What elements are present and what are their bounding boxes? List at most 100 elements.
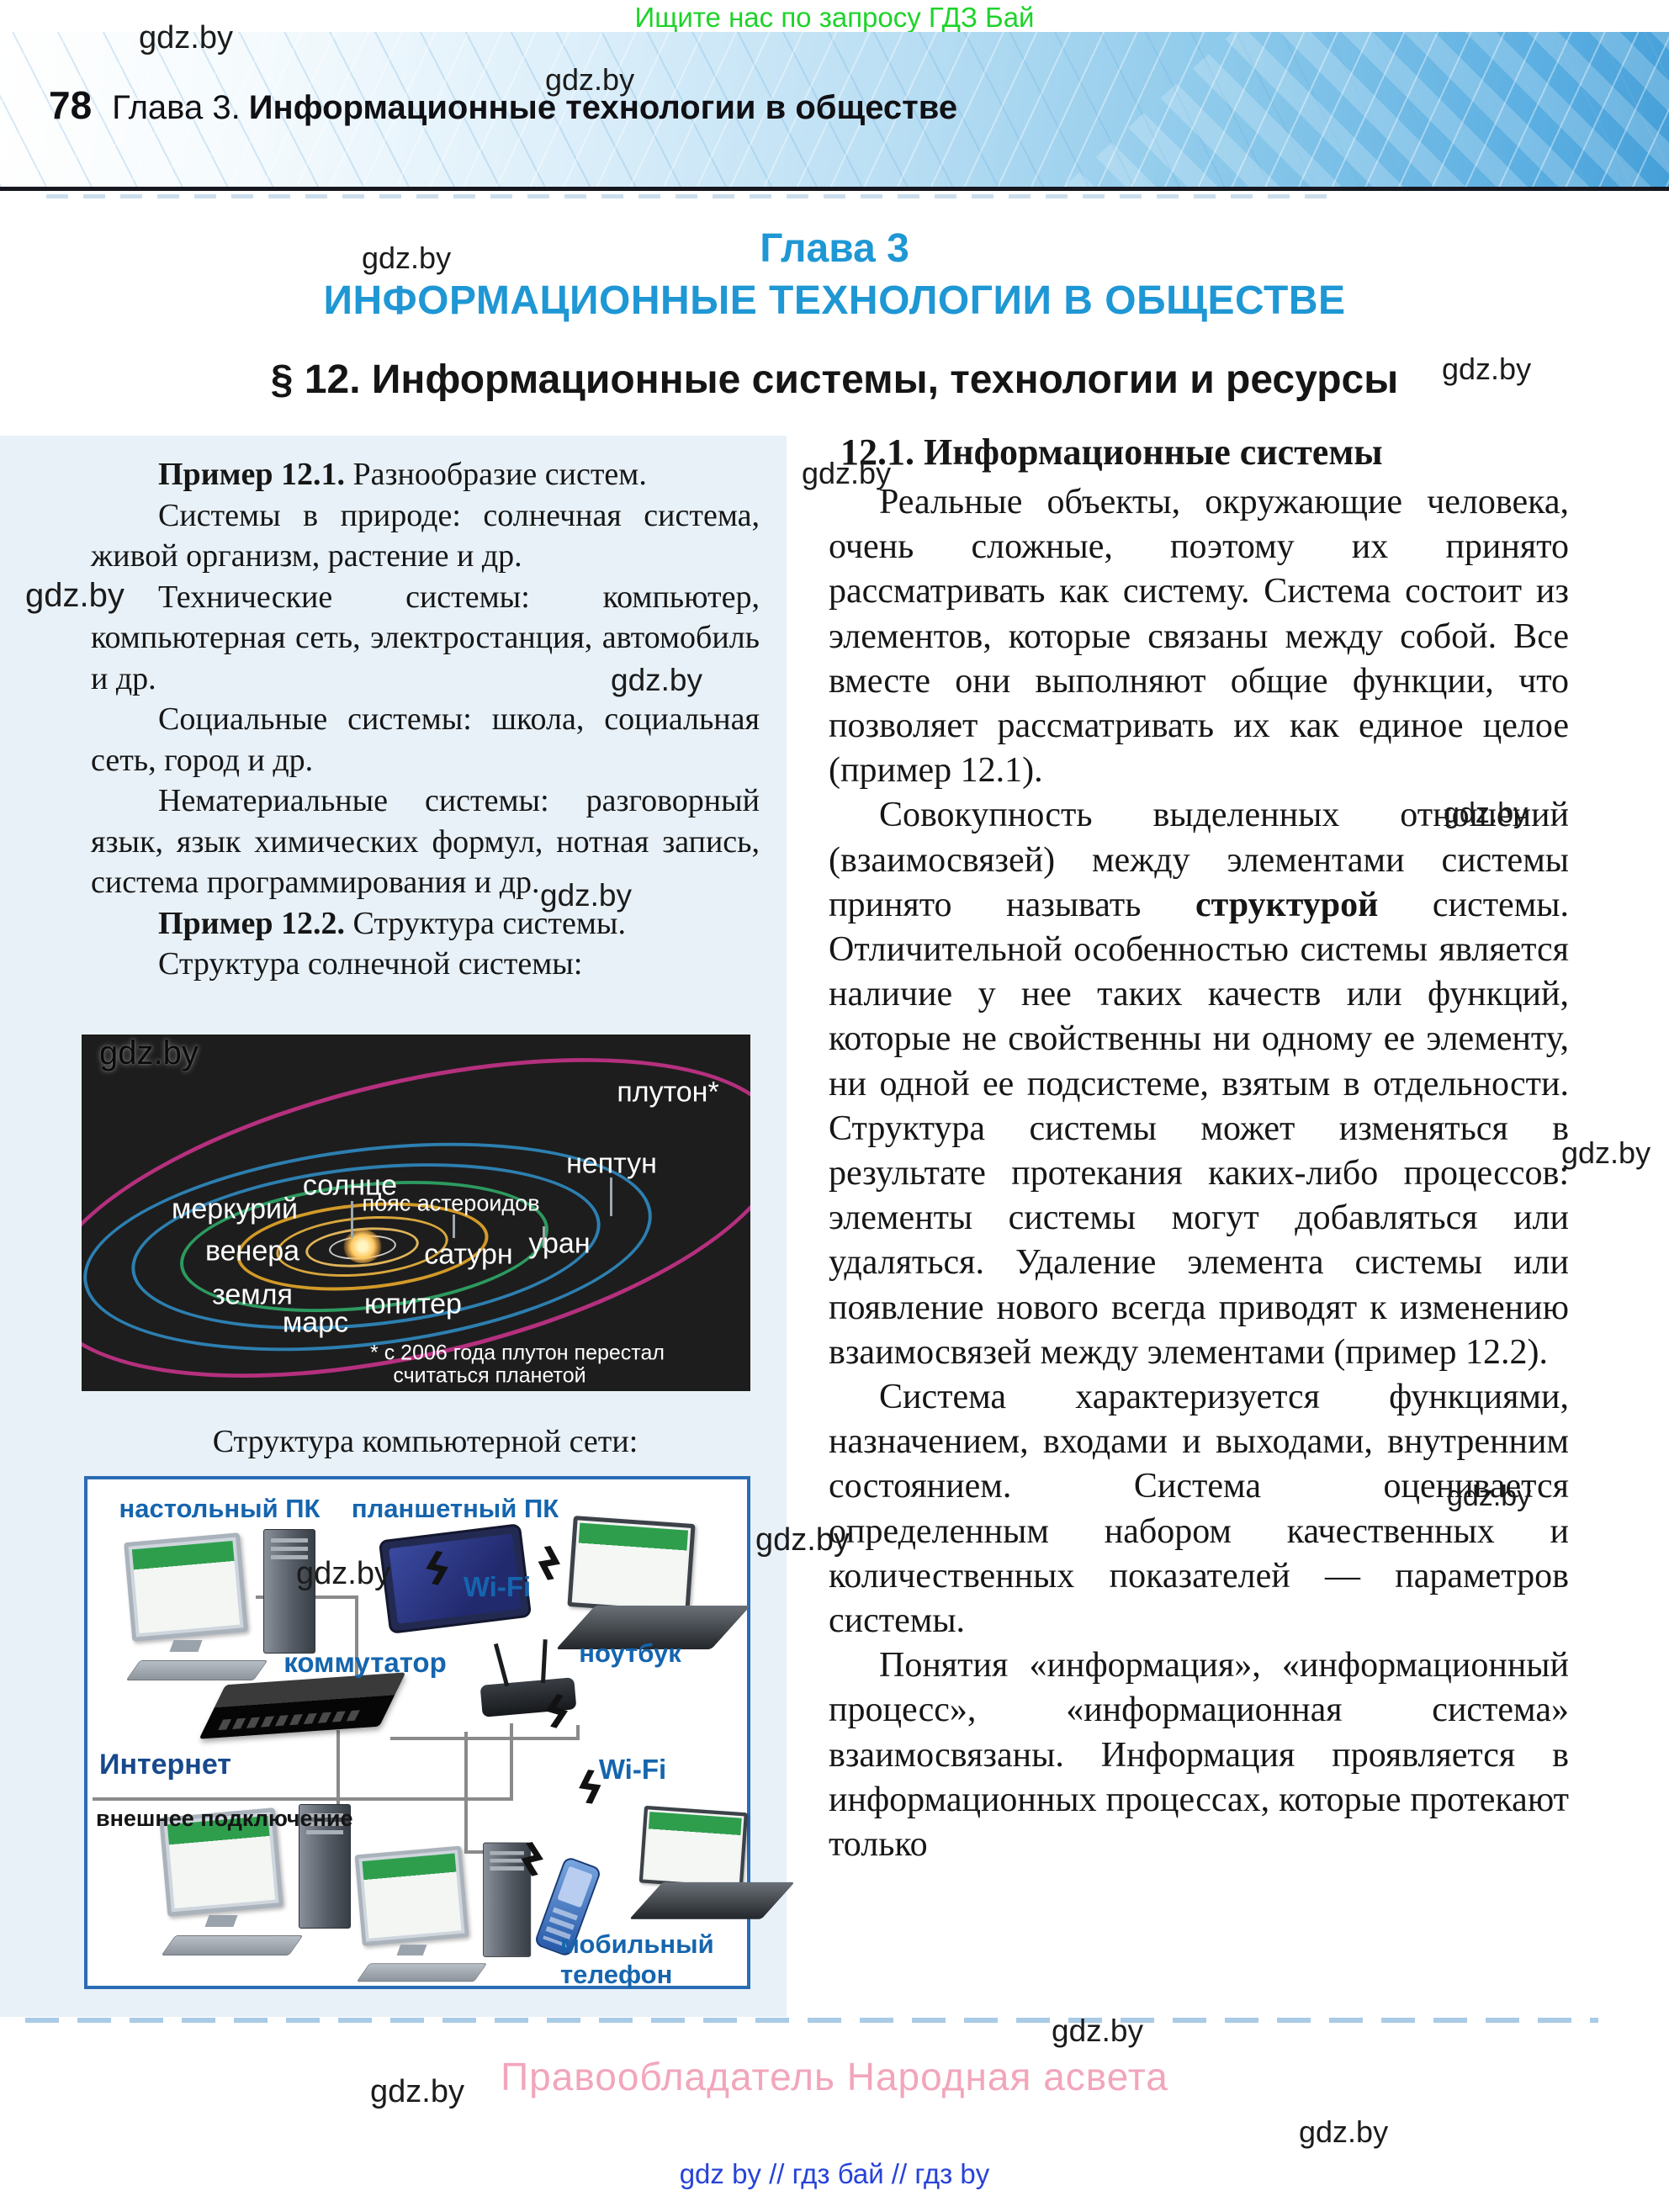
gdz-watermark: gdz.by bbox=[1444, 797, 1529, 829]
p2-text: системы. Отличительной осо­бенностью сис… bbox=[829, 885, 1569, 1372]
copyright-notice: Правообладатель Народная асвета bbox=[501, 2055, 1168, 2098]
paragraph-nature-systems: Системы в природе: солнечная систе­ма, ж… bbox=[91, 497, 760, 574]
example2-label: Пример 12.2. bbox=[158, 905, 345, 941]
gdz-watermark: gdz.by bbox=[1447, 1480, 1532, 1512]
keyboard bbox=[161, 1935, 304, 1955]
router-antenna-left bbox=[493, 1643, 509, 1687]
label-wifi-top: Wi-Fi bbox=[463, 1571, 532, 1602]
label-neptune: нептун bbox=[566, 1147, 657, 1180]
phone-screen bbox=[557, 1865, 593, 1908]
example1-title: Разнообразие систем. bbox=[344, 457, 647, 492]
label-uranus: уран bbox=[528, 1227, 591, 1260]
p2-bold-term: струк­турой bbox=[1195, 885, 1379, 924]
laptop-screen bbox=[567, 1516, 696, 1615]
monitor-stand bbox=[204, 1915, 238, 1927]
laptop-screen bbox=[638, 1805, 749, 1890]
pc-tower bbox=[299, 1804, 351, 1929]
chapter-label: Глава 3 bbox=[760, 226, 909, 271]
paragraph-technical-systems: Технические системы: компьютер, компьюте… bbox=[91, 579, 760, 696]
label-earth: земля bbox=[212, 1278, 293, 1311]
router-antenna-right bbox=[541, 1639, 548, 1684]
label-asteroid-belt: пояс астероидов bbox=[362, 1190, 540, 1216]
main-text-column: 12.1. Информационные системы Реальные об… bbox=[829, 431, 1569, 1867]
laptop-bottom-icon bbox=[626, 1805, 795, 1927]
label-internet: Интернет bbox=[99, 1749, 231, 1781]
example1-label: Пример 12.1. bbox=[158, 457, 345, 492]
label-mars: марс bbox=[282, 1306, 349, 1339]
keyboard bbox=[125, 1660, 268, 1680]
monitor-stand bbox=[169, 1640, 203, 1652]
section-title: § 12. Информационные системы, технологии… bbox=[270, 357, 1399, 402]
p2-text: Совокупность выделенных отноше­ний (взаи… bbox=[829, 796, 1569, 924]
monitor-screen bbox=[362, 1853, 462, 1939]
pluto-footnote-line1: * с 2006 года плутон перестал bbox=[370, 1341, 665, 1365]
label-laptop: ноутбук bbox=[579, 1638, 681, 1668]
sun-icon bbox=[343, 1230, 382, 1263]
uranus-pointer-line bbox=[543, 1226, 545, 1248]
label-pluto: плутон* bbox=[617, 1076, 719, 1109]
body-paragraph-3: Система характеризуется функция­ми, назн… bbox=[829, 1378, 1569, 1641]
header-rule bbox=[0, 187, 1669, 191]
promo-banner-text: Ищите нас по запросу ГДЗ Бай bbox=[634, 2, 1035, 33]
footer-links[interactable]: gdz by // гдз бай // гдз by bbox=[679, 2158, 990, 2189]
sun-pointer-line bbox=[351, 1201, 353, 1238]
monitor-screen bbox=[131, 1540, 241, 1634]
paragraph-immaterial-systems: Нематериальные системы: разговор­ный язы… bbox=[91, 783, 760, 900]
chapter-ref: Глава 3. bbox=[112, 89, 241, 126]
pluto-footnote-line2: считаться планетой bbox=[393, 1363, 586, 1388]
neptune-pointer-line bbox=[610, 1177, 612, 1216]
label-saturn: сатурн bbox=[424, 1238, 513, 1271]
examples-text: Пример 12.1. Разнообразие систем. Систем… bbox=[91, 454, 760, 985]
pc-tower bbox=[263, 1529, 315, 1654]
label-mercury: меркурий bbox=[172, 1193, 298, 1225]
gdz-watermark: gdz.by bbox=[99, 1035, 199, 1072]
gdz-watermark: gdz.by bbox=[540, 878, 633, 913]
gdz-watermark: gdz.by bbox=[1052, 2014, 1144, 2048]
gdz-watermark: gdz.by bbox=[139, 20, 233, 56]
gdz-watermark: gdz.by bbox=[1561, 1135, 1651, 1170]
laptop-screen-content bbox=[574, 1522, 689, 1608]
gdz-watermark: gdz.by bbox=[1442, 352, 1532, 386]
gdz-watermark: gdz.by bbox=[1299, 2114, 1389, 2149]
body-paragraph-4: Понятия «информация», «информа­ционный п… bbox=[829, 1646, 1569, 1865]
subsection-heading: 12.1. Информационные системы bbox=[840, 431, 1383, 473]
computer-network-diagram: ϟ ϟ ϟ ϟ ϟ настольный ПК планшетный ПК Wi… bbox=[84, 1476, 795, 1989]
desktop-pc2-icon bbox=[159, 1801, 361, 1969]
wire-internet-up bbox=[510, 1723, 513, 1801]
circuit-pattern-decoration bbox=[1063, 32, 1669, 187]
scan-dashes-bottom bbox=[25, 2018, 1598, 2023]
monitor bbox=[124, 1532, 248, 1642]
label-venus: венера bbox=[204, 1235, 300, 1267]
wire-switch-pc2 bbox=[336, 1730, 340, 1810]
wire-desktop-switch-v bbox=[355, 1595, 358, 1695]
laptop-screen-content bbox=[644, 1812, 742, 1884]
body-paragraph-2: Совокупность выделенных отноше­ний (взаи… bbox=[829, 793, 1569, 1375]
desktop-pc-icon bbox=[124, 1526, 326, 1694]
label-external-connection: внешнее подключение bbox=[96, 1806, 353, 1831]
label-mobile-phone: мобильный телефон bbox=[560, 1929, 714, 1989]
label-jupiter: юпитер bbox=[364, 1288, 462, 1320]
paragraph-social-systems: Социальные системы: школа, соци­альная с… bbox=[91, 701, 760, 778]
gdz-watermark: gdz.by bbox=[755, 1522, 850, 1558]
desktop-pc3-icon bbox=[354, 1839, 540, 1994]
solar-system-diagram: плутон* нептун солнце пояс астероидов ме… bbox=[82, 1035, 750, 1391]
wire-internet bbox=[93, 1797, 513, 1801]
label-switch: коммутатор bbox=[283, 1647, 447, 1678]
gdz-watermark: gdz.by bbox=[25, 577, 125, 614]
wire-router-drop bbox=[576, 1725, 580, 1740]
gdz-watermark: gdz.by bbox=[545, 62, 635, 97]
gdz-watermark: gdz.by bbox=[362, 241, 452, 275]
monitor bbox=[354, 1845, 469, 1946]
monitor-stand bbox=[396, 1945, 427, 1955]
label-desktop-pc: настольный ПК bbox=[119, 1494, 321, 1523]
gdz-watermark: gdz.by bbox=[370, 2074, 464, 2109]
wire-switch-router bbox=[390, 1737, 580, 1740]
network-caption: Структура компьютерной сети: bbox=[212, 1424, 638, 1459]
scan-dashes-top bbox=[46, 194, 1333, 198]
label-sun: солнце bbox=[302, 1169, 398, 1202]
example1-heading: Пример 12.1. Разнообразие систем. bbox=[91, 454, 760, 495]
body-paragraph-1: Реальные объекты, окружающие человека, о… bbox=[829, 483, 1569, 791]
